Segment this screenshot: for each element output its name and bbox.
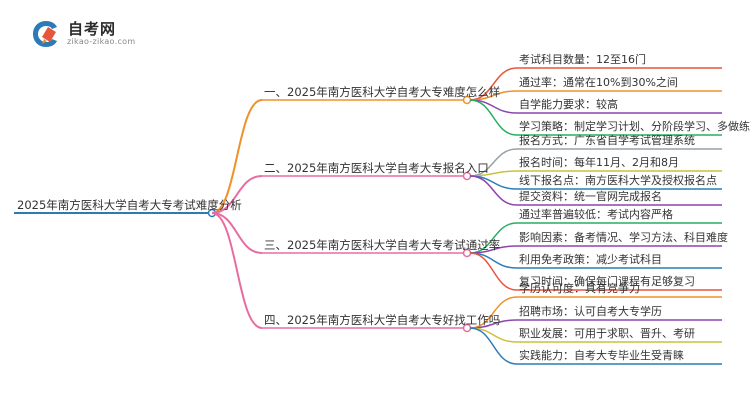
child-connector [469, 252, 518, 269]
root-topic: 2025年南方医科大学自考大专考试难度分析 [17, 198, 242, 212]
branch-connector [211, 212, 263, 329]
leaf-topic: 复习时间：确保每门课程有足够复习 [519, 275, 695, 288]
leaf-topic: 报名时间：每年11月、2月和8月 [519, 156, 679, 169]
leaf-topic: 招聘市场：认可自考大专学历 [519, 305, 662, 318]
logo-subtitle: zikao-zikao.com [67, 37, 136, 46]
leaf-topic: 自学能力要求：较高 [519, 98, 618, 111]
leaf-topic: 报名方式：广东省自学考试管理系统 [519, 134, 695, 147]
child-connector [469, 175, 518, 190]
leaf-topic: 线下报名点：南方医科大学及授权报名点 [519, 174, 717, 187]
logo-mark-icon [33, 21, 57, 47]
child-connector [469, 99, 518, 136]
leaf-topic: 实践能力：自考大专毕业生受青睐 [519, 349, 684, 362]
leaf-topic: 通过率普遍较低：考试内容严格 [519, 208, 673, 221]
leaf-topic: 提交资料：统一官网完成报名 [519, 190, 662, 203]
logo-title: 自考网 [68, 20, 117, 38]
site-logo: 自考网 zikao-zikao.com [30, 18, 160, 50]
leaf-topic: 通过率：通常在10%到30%之间 [519, 76, 678, 89]
child-connector [469, 327, 518, 365]
branch-topic: 三、2025年南方医科大学自考大专考试通过率 [264, 238, 501, 252]
branch-connector [211, 212, 263, 254]
child-connector [469, 175, 518, 206]
leaf-topic: 学习策略：制定学习计划、分阶段学习、多做练习 [519, 120, 750, 133]
branch-topic: 一、2025年南方医科大学自考大专难度怎么样 [264, 85, 501, 99]
branch-connector [211, 99, 263, 214]
leaf-topic: 影响因素：备考情况、学习方法、科目难度 [519, 231, 728, 244]
branch-topic: 二、2025年南方医科大学自考大专报名入口 [264, 161, 489, 175]
branch-connector [211, 175, 263, 214]
child-connector [469, 252, 518, 291]
leaf-topic: 职业发展：可用于求职、晋升、考研 [519, 327, 695, 340]
leaf-topic: 利用免考政策：减少考试科目 [519, 253, 662, 266]
child-connector [469, 327, 518, 343]
branch-topic: 四、2025年南方医科大学自考大专好找工作吗 [264, 313, 501, 327]
leaf-topic: 学历认可度：具有竞争力 [519, 282, 640, 295]
leaf-topic: 考试科目数量：12至16门 [519, 53, 646, 66]
